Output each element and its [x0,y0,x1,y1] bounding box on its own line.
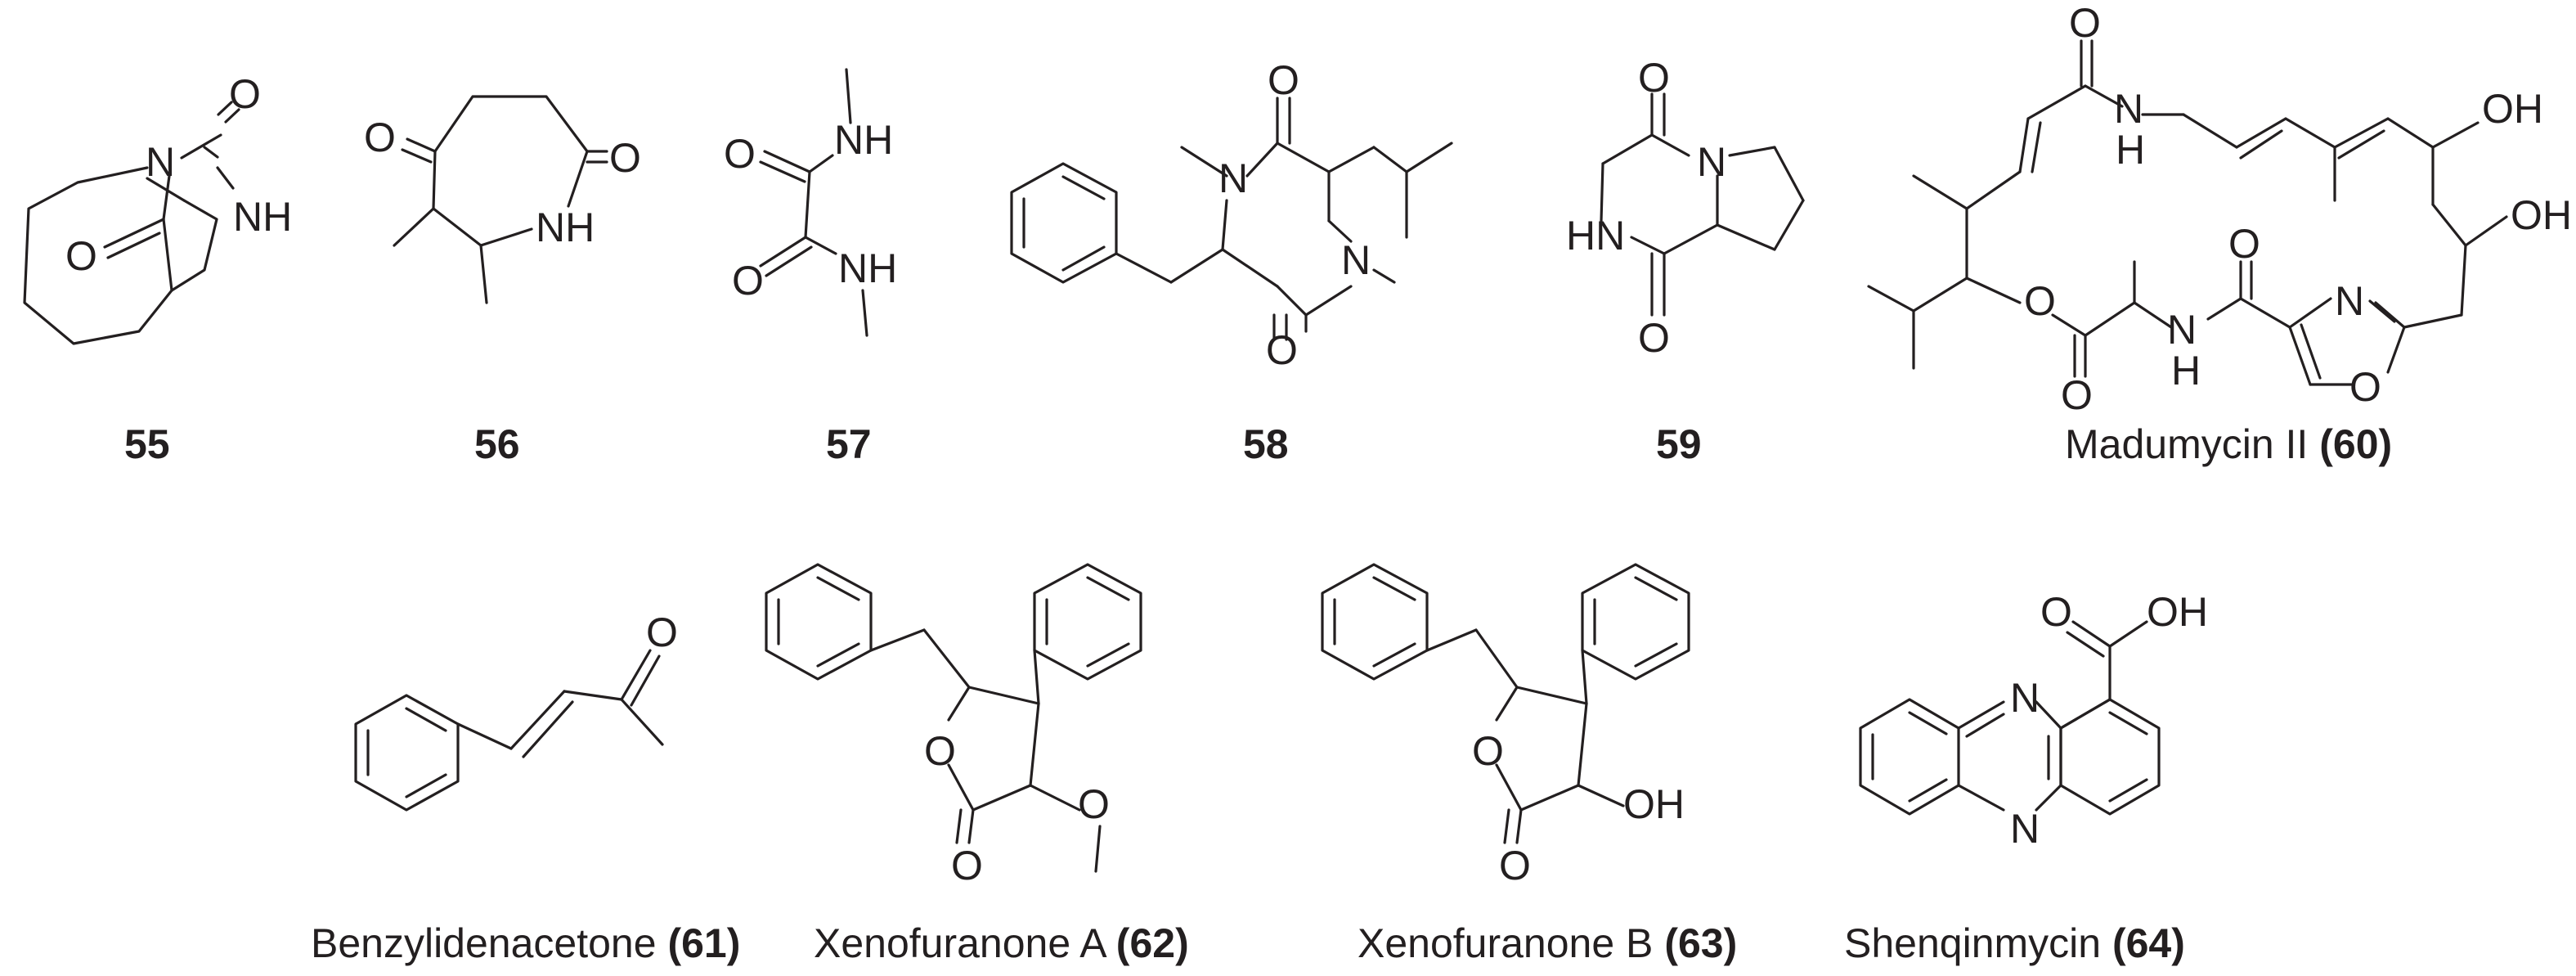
atom-o: O [1499,843,1531,888]
atom-nh: NH [233,194,292,240]
atom-o: O [2061,372,2093,418]
compound-63-label: Xenofuranone B (63) [1358,920,1737,966]
atom-o: O [364,115,396,160]
atom-nh: NH [838,245,897,291]
compound-60-name: Madumycin II [2065,421,2308,467]
atom-o: O [1078,781,1110,827]
atom-hn: HN [1566,213,1625,259]
atom-o: O [732,258,764,304]
compound-62-number: (62) [1116,920,1189,966]
atom-oh: OH [2511,192,2572,238]
compound-61-number: (61) [667,920,740,966]
atom-o: O [646,609,678,655]
compound-60-number: (60) [2319,421,2392,467]
structure-63 [1321,563,1690,844]
atom-n: N [1341,237,1371,283]
atom-n: N [2010,806,2040,852]
compound-62-label: Xenofuranone A (62) [814,920,1189,966]
atom-n: N [146,139,175,185]
compound-63-number: (63) [1664,920,1737,966]
atom-o: O [2349,364,2381,410]
compound-64-name: Shenqinmycin [1844,920,2101,966]
structure-60 [1867,39,2508,386]
compound-55-label: 55 [124,421,170,467]
atom-o: O [229,71,261,117]
compound-58-label: 58 [1243,421,1289,467]
compound-64-label: Shenqinmycin (64) [1844,920,2185,966]
structure-64 [1859,620,2161,816]
atom-oh: OH [1623,781,1685,827]
atom-o: O [65,233,97,279]
atom-oh: OH [2482,86,2543,132]
atom-o: O [1638,55,1670,101]
structure-58 [1010,97,1453,341]
compound-56-label: 56 [474,421,520,467]
atom-h: H [2116,127,2145,173]
structure-59 [1600,92,1805,317]
structure-57 [759,68,868,337]
structure-61 [354,649,664,812]
compound-62-name: Xenofuranone A [814,920,1107,966]
atom-o: O [924,728,956,774]
compound-64-number: (64) [2112,920,2185,966]
compound-59-label: 59 [1656,421,1702,467]
structure-55 [23,101,240,345]
atom-o: O [1472,728,1504,774]
structure-62 [765,563,1142,873]
atom-nh: NH [536,205,595,250]
atom-o: O [2040,589,2072,635]
compound-63-name: Xenofuranone B [1358,920,1653,966]
atom-nh: NH [834,117,893,163]
atom-h: H [2171,348,2201,394]
compound-61-name: Benzylidenacetone [311,920,657,966]
atom-o: O [1268,57,1299,103]
atom-n: N [2335,278,2364,324]
atom-n: N [2010,675,2040,721]
atom-o: O [1638,315,1670,361]
atom-n: N [1218,155,1248,201]
atom-o: O [2228,221,2260,267]
atom-o: O [724,131,756,177]
atom-n: N [2167,307,2197,353]
compound-60-label: Madumycin II (60) [2065,421,2392,467]
compound-57-label: 57 [826,421,872,467]
atom-o: O [951,843,983,888]
atom-o: O [2024,278,2056,324]
atom-oh: OH [2147,589,2208,635]
atom-o: O [1266,327,1298,373]
atom-o: O [609,135,641,181]
structure-56 [393,95,608,304]
compound-61-label: Benzylidenacetone (61) [311,920,740,966]
atom-n: N [2114,86,2143,132]
atom-o: O [2069,0,2101,46]
atom-n: N [1697,139,1726,185]
